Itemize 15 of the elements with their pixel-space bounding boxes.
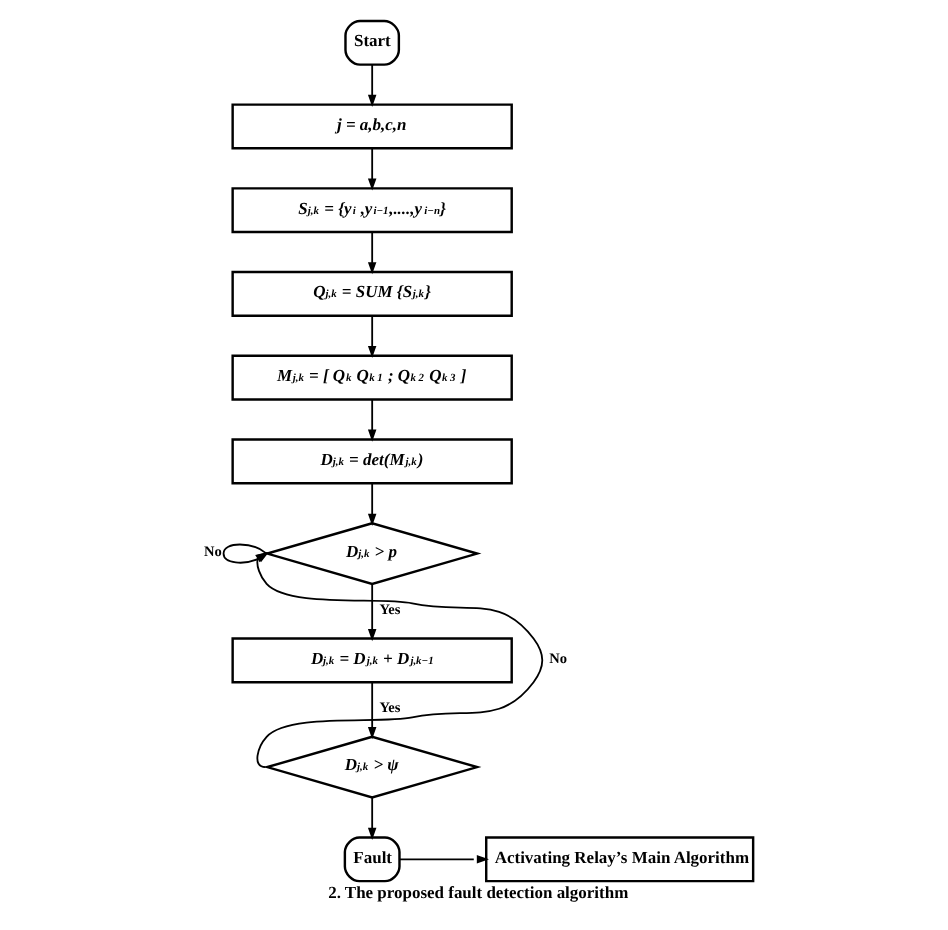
arrow — [366, 231, 376, 275]
arrow — [397, 855, 488, 864]
arrow — [366, 583, 376, 642]
node-box: Activating Relay’s Main Algorithm — [484, 836, 754, 883]
node-box: Fault — [342, 836, 400, 883]
arrow — [366, 681, 376, 740]
node-box: j = a,b,c,n — [230, 103, 512, 150]
node-box: Start — [343, 19, 400, 66]
arrow — [366, 482, 376, 526]
arrow — [366, 796, 376, 840]
caption: 2. The proposed fault detection algorithm — [327, 882, 628, 903]
arrow — [366, 398, 376, 442]
arrow — [366, 147, 376, 191]
arrow — [366, 315, 376, 359]
arrow — [366, 64, 376, 107]
